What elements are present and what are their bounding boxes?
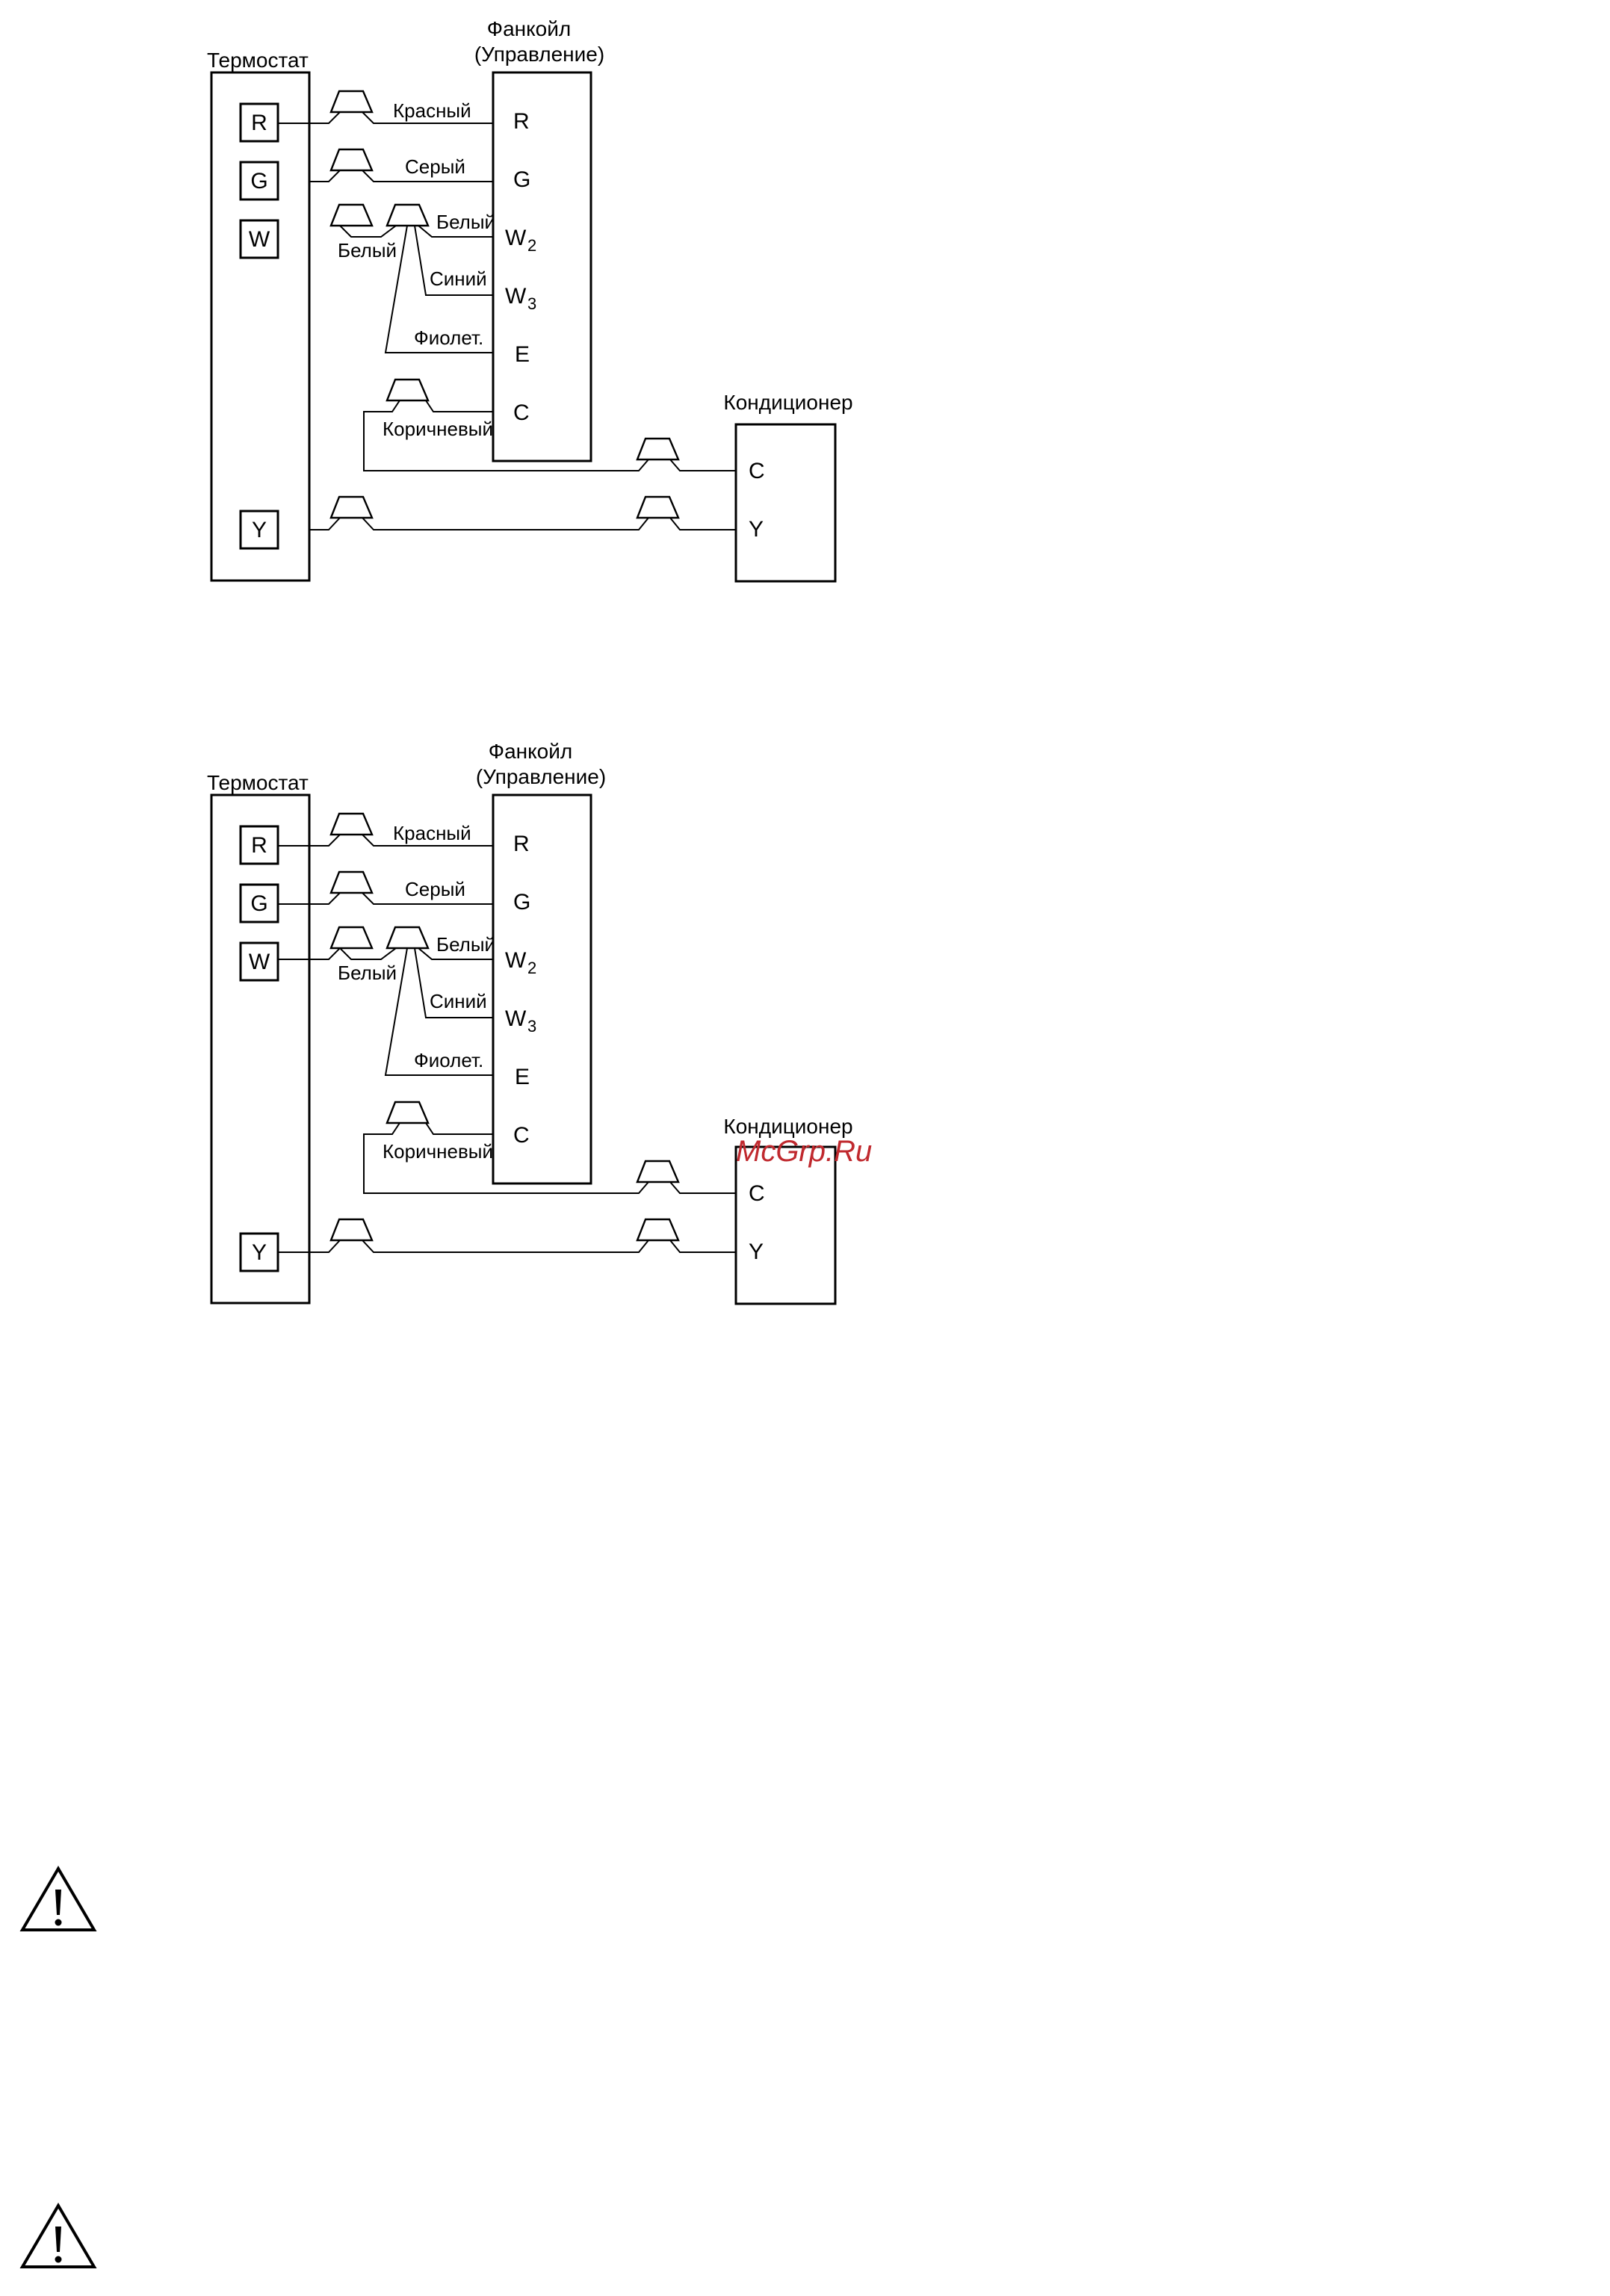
condenser-terminal-c: C bbox=[749, 459, 765, 483]
wire-nut-icon bbox=[637, 439, 678, 459]
watermark: McGrp.Ru bbox=[736, 1135, 872, 1168]
wire-label-violet: Фиолет. bbox=[414, 1049, 483, 1071]
warning-triangle-icon bbox=[22, 1869, 94, 1930]
thermostat-label: Термостат bbox=[207, 771, 309, 794]
wire-nut-icon bbox=[331, 497, 372, 518]
fancoil-terminal-c: C bbox=[513, 400, 530, 425]
terminal-label: Y bbox=[252, 1240, 267, 1265]
wire-nut-icon bbox=[637, 1161, 678, 1182]
wiring-diagram-2: Термостат Фанкойл (Управление) Кондицион… bbox=[207, 740, 872, 1304]
terminal-label: Y bbox=[252, 518, 267, 542]
wire-label-white-left: Белый bbox=[338, 239, 397, 262]
fancoil-label-sub: (Управление) bbox=[474, 43, 604, 66]
condenser-label: Кондиционер bbox=[723, 391, 852, 414]
condenser-terminal-y: Y bbox=[749, 517, 764, 542]
terminal-label: R bbox=[251, 833, 267, 858]
wire-label-white-right: Белый bbox=[436, 211, 495, 233]
fancoil-terminal-w3: W bbox=[505, 1006, 527, 1031]
wire-nut-icon bbox=[331, 205, 372, 226]
wire-yellow bbox=[278, 1240, 736, 1252]
fancoil-terminal-w3-sub: 3 bbox=[527, 294, 536, 313]
wire-nut-icon bbox=[637, 1219, 678, 1240]
terminal-label: W bbox=[249, 227, 270, 252]
wire-yellow bbox=[309, 518, 736, 530]
wire-label-gray: Серый bbox=[405, 878, 465, 900]
warning-triangle-icon bbox=[22, 2206, 94, 2267]
wiring-diagram-1: Термостат Фанкойл (Управление) Кондицион… bbox=[207, 17, 853, 581]
terminal-label: G bbox=[250, 891, 267, 916]
fancoil-terminal-e: E bbox=[515, 1065, 530, 1089]
condenser-box bbox=[736, 424, 835, 581]
fancoil-label: Фанкойл bbox=[489, 740, 572, 763]
thermostat-label: Термостат bbox=[207, 49, 309, 72]
fancoil-terminal-g: G bbox=[513, 890, 530, 915]
terminal-label: R bbox=[251, 111, 267, 135]
wire-nut-icon bbox=[387, 380, 428, 400]
fancoil-terminal-w2: W bbox=[505, 948, 527, 973]
thermostat-box bbox=[211, 72, 309, 581]
fancoil-terminal-r: R bbox=[513, 109, 530, 134]
wire-label-red: Красный bbox=[393, 99, 471, 122]
fancoil-terminal-c: C bbox=[513, 1123, 530, 1148]
fancoil-box bbox=[493, 795, 591, 1183]
wire-white-left bbox=[340, 226, 396, 237]
wire-nut-icon bbox=[331, 149, 372, 170]
fancoil-terminal-e: E bbox=[515, 342, 530, 367]
condenser-terminal-c: C bbox=[749, 1181, 765, 1206]
fancoil-terminal-w2-sub: 2 bbox=[527, 959, 536, 977]
fancoil-terminal-w2: W bbox=[505, 226, 527, 250]
terminal-label: W bbox=[249, 950, 270, 974]
wire-nut-icon bbox=[331, 91, 372, 112]
wire-nut-icon bbox=[331, 872, 372, 893]
fancoil-terminal-w2-sub: 2 bbox=[527, 236, 536, 255]
wire-nut-icon bbox=[637, 497, 678, 518]
fancoil-terminal-w3-sub: 3 bbox=[527, 1017, 536, 1036]
wire-label-brown: Коричневый bbox=[383, 1140, 493, 1163]
wire-nut-icon bbox=[387, 927, 428, 948]
wire-label-red: Красный bbox=[393, 822, 471, 844]
wire-label-blue: Синий bbox=[430, 990, 487, 1012]
fancoil-terminal-g: G bbox=[513, 167, 530, 192]
wire-nut-icon bbox=[331, 814, 372, 835]
wire-nut-icon bbox=[387, 205, 428, 226]
fancoil-label: Фанкойл bbox=[487, 17, 571, 40]
wire-label-white-right: Белый bbox=[436, 933, 495, 956]
wire-label-brown: Коричневый bbox=[383, 418, 493, 440]
wire-nut-icon bbox=[387, 1102, 428, 1123]
fancoil-terminal-r: R bbox=[513, 832, 530, 856]
fancoil-box bbox=[493, 72, 591, 461]
condenser-terminal-y: Y bbox=[749, 1240, 764, 1264]
fancoil-terminal-w3: W bbox=[505, 284, 527, 309]
thermostat-box bbox=[211, 795, 309, 1303]
wire-nut-icon bbox=[331, 1219, 372, 1240]
wire-label-violet: Фиолет. bbox=[414, 327, 483, 349]
terminal-label: G bbox=[250, 169, 267, 194]
wire-label-gray: Серый bbox=[405, 155, 465, 178]
condenser-box bbox=[736, 1147, 835, 1304]
wire-white-left bbox=[278, 948, 396, 959]
fancoil-label-sub: (Управление) bbox=[476, 765, 606, 788]
wire-nut-icon bbox=[331, 927, 372, 948]
wire-label-white-left: Белый bbox=[338, 962, 397, 984]
wire-label-blue: Синий bbox=[430, 267, 487, 290]
wire-gray bbox=[309, 170, 493, 182]
